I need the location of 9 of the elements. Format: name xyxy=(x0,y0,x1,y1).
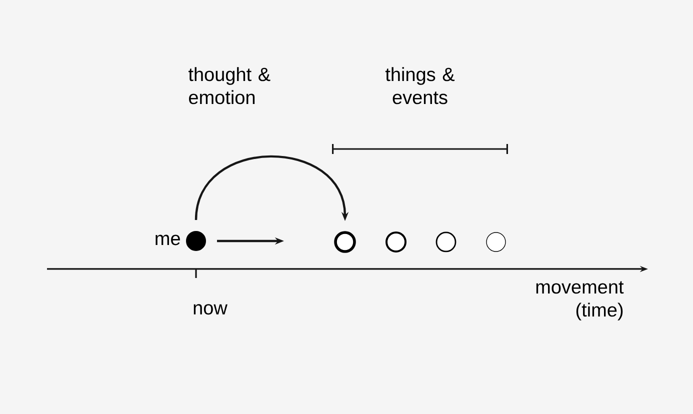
side-label: me xyxy=(156,234,180,246)
edge-label: thought & emotion xyxy=(188,67,270,104)
text-label: now xyxy=(194,304,228,315)
dot xyxy=(186,230,206,251)
circle xyxy=(334,231,356,253)
circle xyxy=(486,232,506,252)
text-label: things & events xyxy=(385,67,455,104)
text-label: movement (time) xyxy=(536,281,624,320)
circle xyxy=(436,232,456,252)
